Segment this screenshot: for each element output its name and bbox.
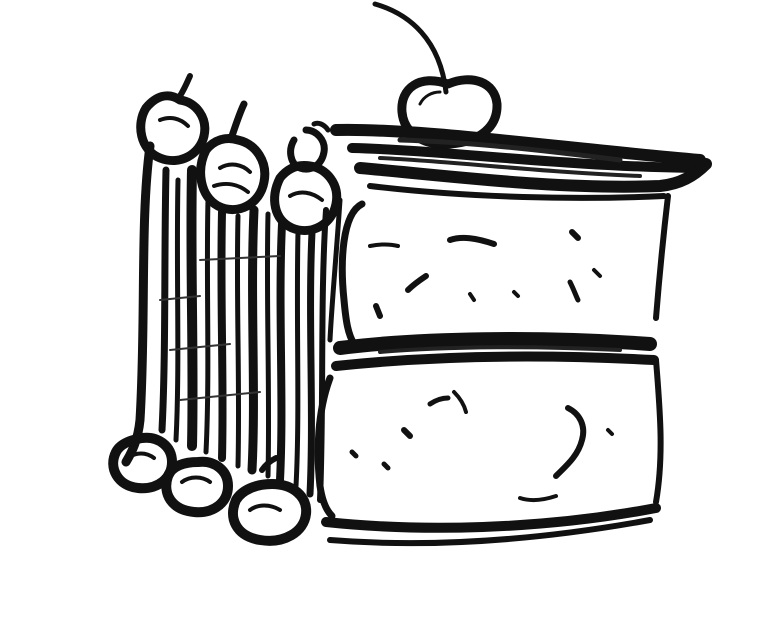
top-cake-layer bbox=[338, 200, 602, 348]
cherry bbox=[372, 1, 502, 149]
chocolate-drips bbox=[121, 141, 343, 503]
bottom-dollop-2 bbox=[161, 456, 233, 518]
bottom-cake-layer bbox=[314, 374, 614, 520]
cake-side-outline bbox=[653, 193, 671, 321]
top-frosting bbox=[330, 123, 712, 201]
dollop-2 bbox=[196, 133, 270, 215]
dollop-3 bbox=[270, 161, 342, 235]
middle-filling bbox=[331, 332, 659, 371]
bottom-dollops bbox=[108, 432, 312, 546]
frosting-dollops bbox=[136, 73, 342, 235]
dollop-1 bbox=[136, 91, 210, 165]
cake-base bbox=[321, 503, 661, 533]
bottom-dollop-3 bbox=[228, 479, 312, 546]
cherry-stem bbox=[372, 1, 449, 95]
bottom-dollop-1 bbox=[108, 432, 177, 494]
